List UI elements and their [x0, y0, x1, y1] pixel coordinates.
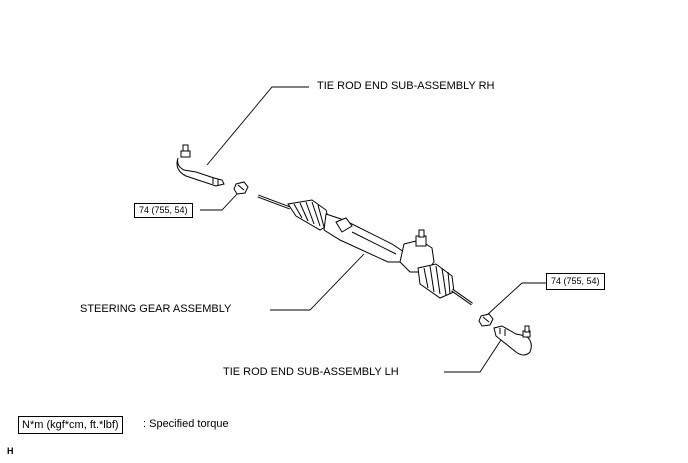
torque-value-rh: 74 (755, 54)	[134, 203, 193, 218]
steering-gear-assembly	[257, 194, 473, 306]
nut-lh	[478, 313, 494, 327]
leader-steering-gear	[270, 253, 365, 311]
leader-tie-rod-lh	[444, 339, 502, 373]
torque-legend-description: : Specified torque	[143, 418, 229, 430]
torque-unit-legend-box: N*m (kgf*cm, ft.*lbf)	[18, 416, 123, 434]
tie-rod-end-rh	[176, 144, 225, 187]
label-steering-gear-assembly: STEERING GEAR ASSEMBLY	[80, 303, 232, 315]
label-tie-rod-end-lh: TIE ROD END SUB-ASSEMBLY LH	[223, 366, 399, 378]
footer-code: H	[7, 446, 14, 456]
leader-torque-lh	[486, 282, 546, 316]
leader-tie-rod-rh	[206, 86, 309, 166]
torque-value-lh: 74 (755, 54)	[546, 273, 605, 290]
label-tie-rod-end-rh: TIE ROD END SUB-ASSEMBLY RH	[317, 80, 495, 92]
nut-rh	[233, 181, 249, 195]
tie-rod-end-lh	[493, 325, 532, 356]
leader-torque-rh	[200, 192, 239, 211]
